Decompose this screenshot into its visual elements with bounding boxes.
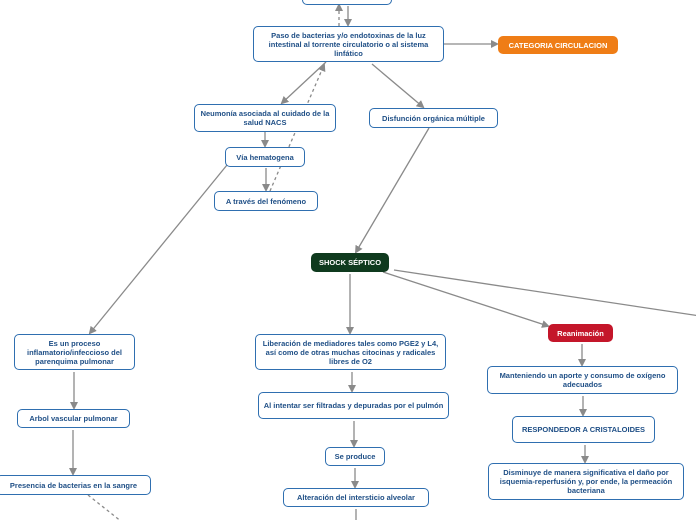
node-via-hematogena[interactable]: Vía hematogena [225,147,305,167]
node-neumonia-nacs[interactable]: Neumonía asociada al cuidado de la salud… [194,104,336,132]
node-presencia-bacterias[interactable]: Presencia de bacterias en la sangre [0,475,151,495]
node-disfuncion-organica[interactable]: Disfunción orgánica múltiple [369,108,498,128]
link-presencia-down-dashed [87,494,121,520]
node-liberacion-mediadores[interactable]: Liberación de mediadores tales como PGE2… [255,334,446,370]
node-proceso-inflamatorio[interactable]: Es un proceso inflamatorio/infeccioso de… [14,334,135,370]
node-filtradas-depuradas[interactable]: Al intentar ser filtradas y depuradas po… [258,392,449,419]
link-paso-to-neumonia [280,61,327,105]
link-paso-to-disfuncion [371,63,425,109]
node-manteniendo-aporte[interactable]: Manteniendo un aporte y consumo de oxíge… [487,366,678,394]
node-se-produce[interactable]: Se produce [325,447,385,466]
node-arbol-vascular[interactable]: Arbol vascular pulmonar [17,409,130,428]
node-disminuye-dano[interactable]: Disminuye de manera significativa el dañ… [488,463,684,500]
node-respondedor-cristaloides[interactable]: RESPONDEDOR A CRISTALOIDES [512,416,655,443]
partial-top-node[interactable] [302,0,392,5]
link-shock-to-reanimacion [382,271,550,328]
category-circulacion-badge[interactable]: CATEGORIA CIRCULACION [498,36,618,54]
node-paso-bacterias[interactable]: Paso de bacterias y/o endotoxinas de la … [253,26,444,62]
link-disfuncion-to-shock [354,127,430,254]
node-reanimacion[interactable]: Reanimación [548,324,613,342]
link-via-to-proceso [88,164,228,335]
link-shock-to-offscreen [393,269,696,317]
node-traves-fenomeno[interactable]: A través del fenómeno [214,191,318,211]
node-shock-septico[interactable]: SHOCK SÉPTICO [311,253,389,272]
node-alteracion-intersticio[interactable]: Alteración del intersticio alveolar [283,488,429,507]
